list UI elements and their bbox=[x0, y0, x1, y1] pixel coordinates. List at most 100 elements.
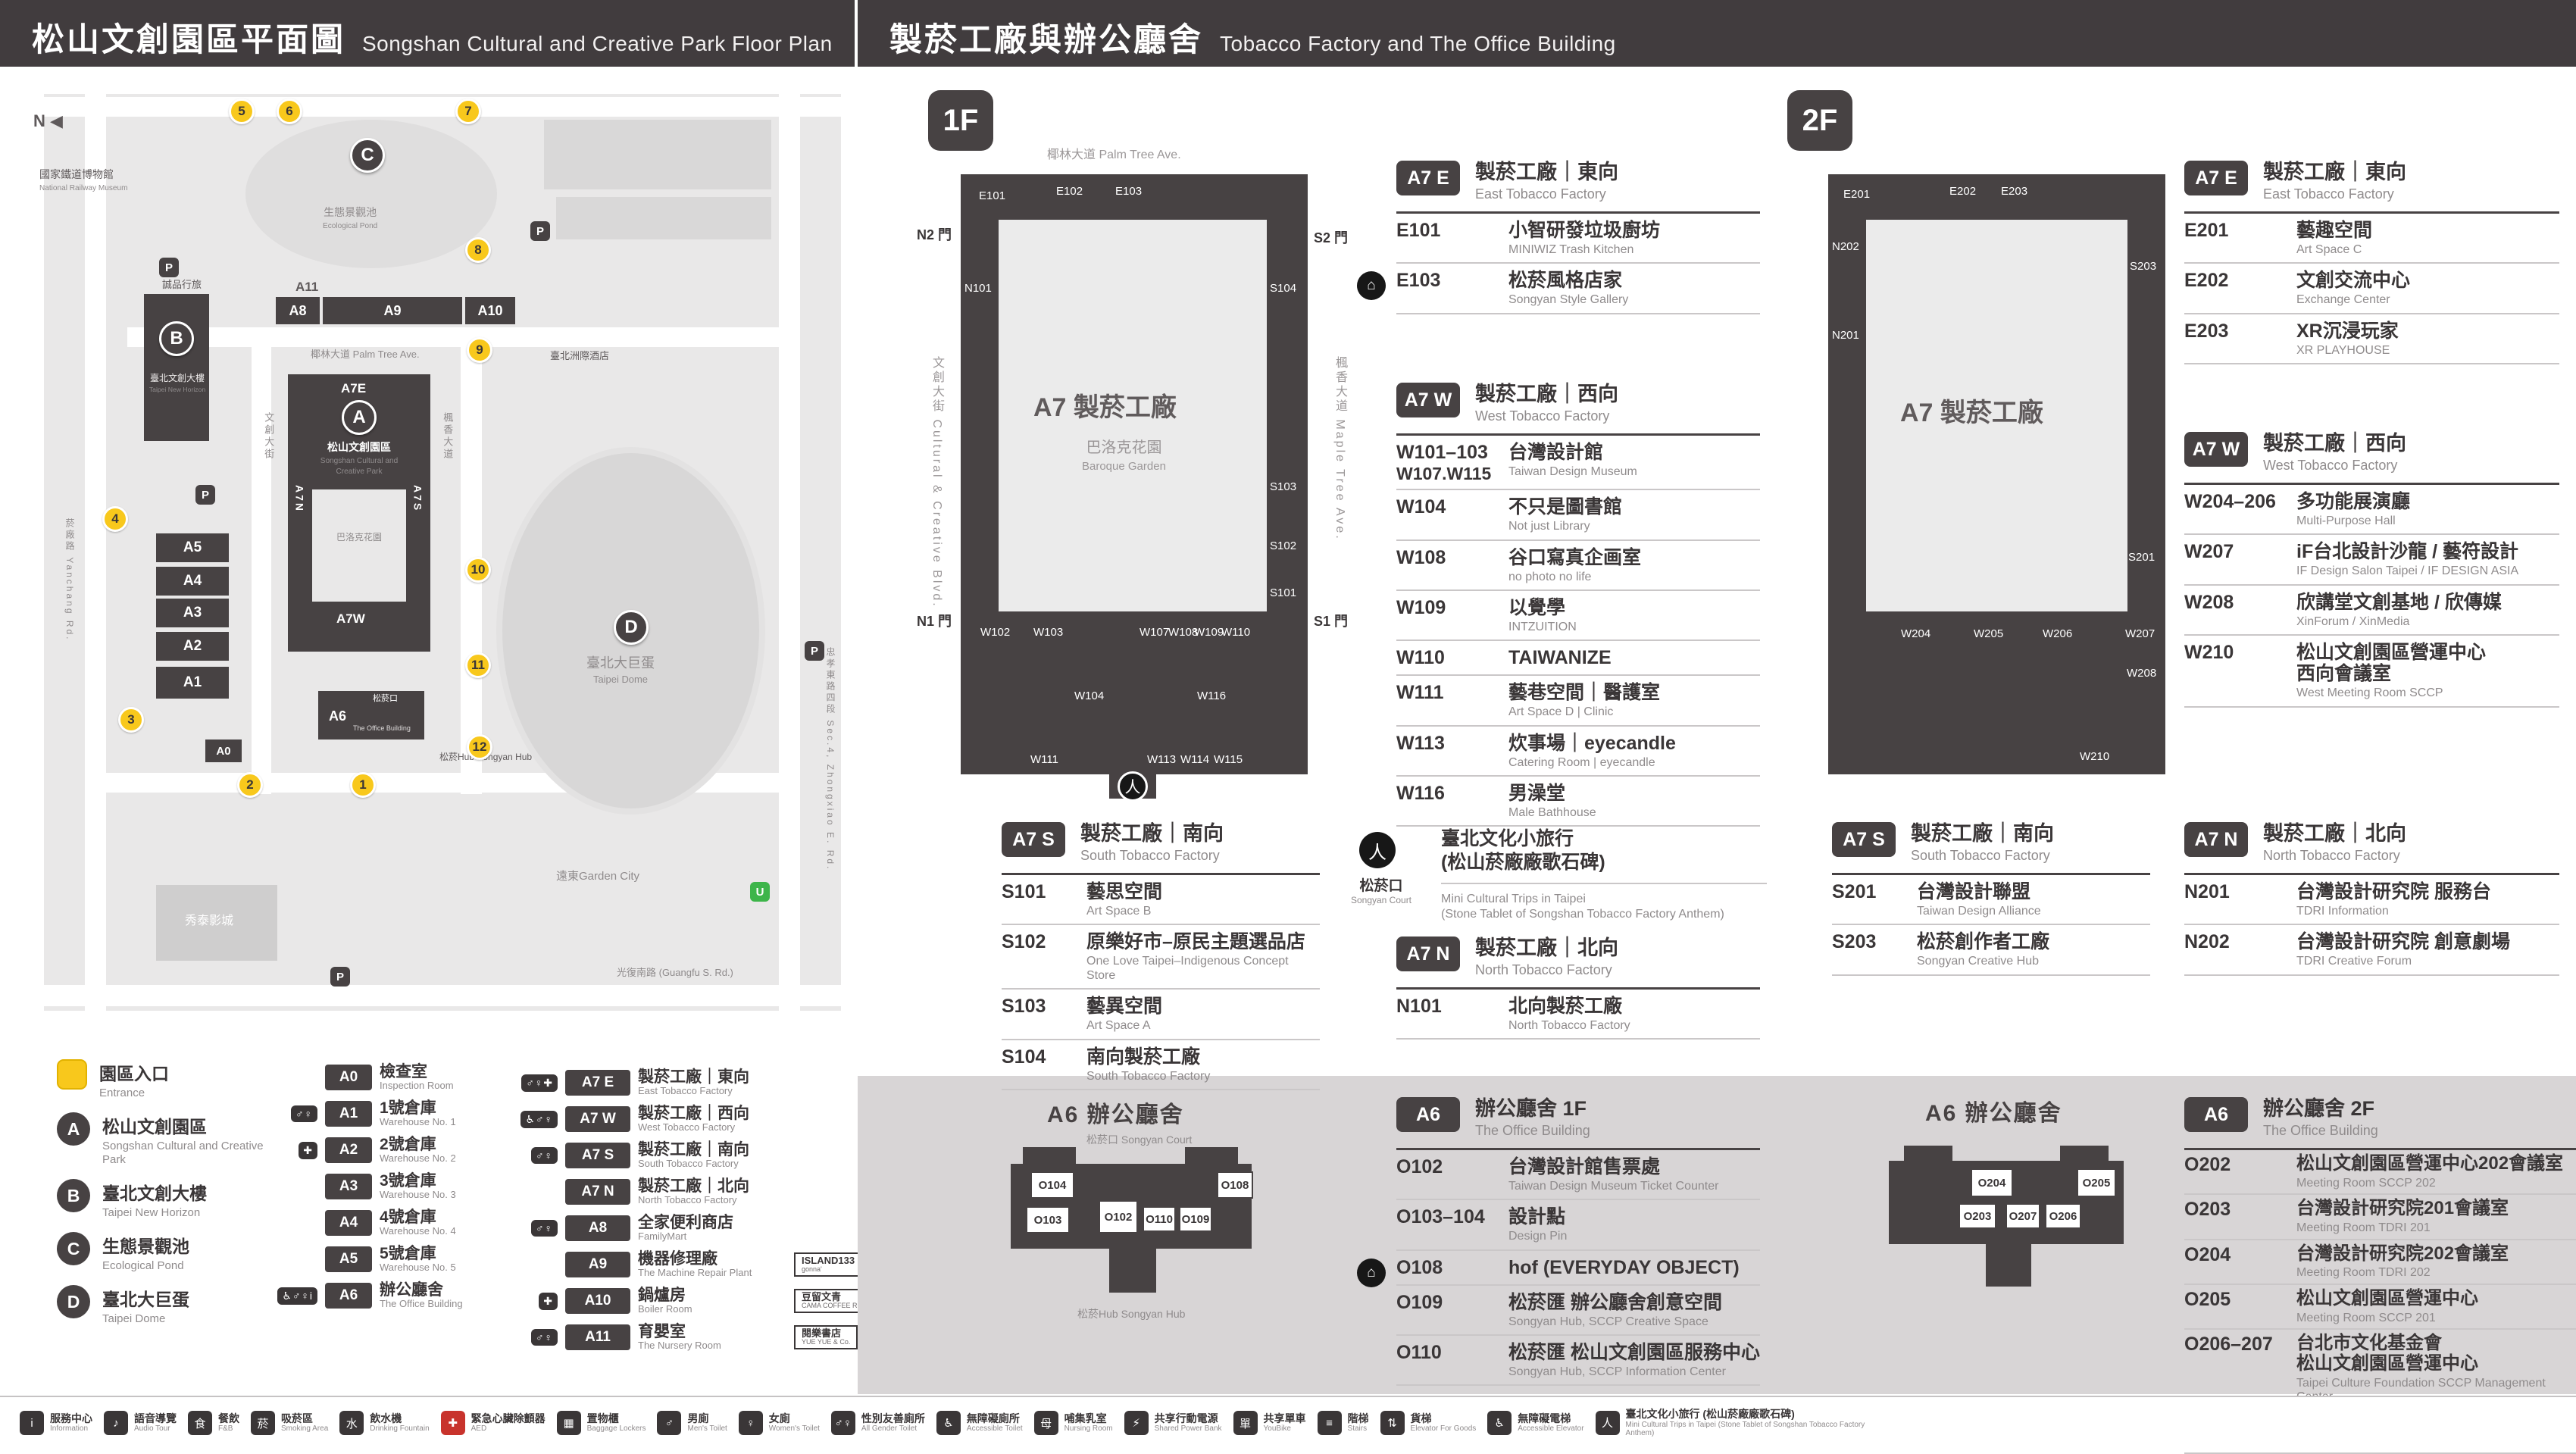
facility-label-en: All Gender Toilet bbox=[861, 1424, 918, 1434]
showtimes-block bbox=[156, 885, 277, 961]
section-a7w-2f: A7 W 製菸工廠｜西向 West Tobacco Factory W204–2… bbox=[2184, 432, 2559, 708]
room-label: W113 bbox=[1147, 753, 1177, 766]
facility-legend-strip: i 服務中心 Information ♪ 語音導覽 Audio Tour 食 餐… bbox=[0, 1396, 2576, 1449]
street-label-palm: 椰林大道 Palm Tree Ave. bbox=[1047, 149, 1181, 161]
footer-legend-item: 食 餐飲 F&B bbox=[188, 1411, 239, 1435]
facility-icon: ✚ bbox=[440, 1411, 465, 1435]
section-title-en: Tobacco Factory and The Office Building bbox=[1220, 32, 1616, 55]
facility-label-zh: 置物櫃 bbox=[586, 1412, 619, 1424]
street-label-ccblvd: 文創大街 Cultural & Creative Blvd. bbox=[930, 356, 943, 608]
a6-wing bbox=[1904, 1146, 1952, 1161]
section-badge: A7 W bbox=[2184, 432, 2248, 467]
tenant-name-zh: ISLAND133 bbox=[802, 1254, 855, 1266]
songyan-court-icon: 人 bbox=[1118, 771, 1148, 802]
facility-icon: ♿ bbox=[1487, 1411, 1512, 1435]
court-line-zh: 臺北文化小旅行 bbox=[1441, 828, 1574, 849]
footer-legend-item: 水 飲水機 Drinking Fountain bbox=[339, 1411, 430, 1435]
footer-legend-item: 人 臺北文化小旅行 (松山菸廠廠歌石碑) Mini Cultural Trips… bbox=[1595, 1408, 1876, 1437]
legend-entrance-zh: 園區入口 bbox=[99, 1064, 169, 1083]
street-label-maple: 楓香大道 Maple Tree Ave. bbox=[1333, 356, 1346, 541]
building-name-en: West Tobacco Factory bbox=[638, 1121, 736, 1133]
footer-legend-item: ▦ 置物櫃 Baggage Lockers bbox=[556, 1411, 646, 1435]
park-floor-plan-panel: 松山文創園區平面圖 Songshan Cultural and Creative… bbox=[0, 0, 898, 1449]
footer-legend-item: ♀ 女廁 Women's Toilet bbox=[738, 1411, 820, 1435]
park-map: N ◀ 國家鐵道博物館 National Railway Museum C 生態… bbox=[33, 94, 841, 1011]
road bbox=[779, 94, 800, 1011]
map-label-guangfu-rd: 光復南路 (Guangfu S. Rd.) bbox=[617, 967, 733, 978]
building-name-zh: 5號倉庫 bbox=[380, 1244, 436, 1262]
facility-label-en: Smoking Area bbox=[281, 1424, 329, 1434]
landmark-marker-b: B bbox=[159, 321, 194, 356]
landmark-marker-a: A bbox=[342, 400, 377, 435]
gate-marker: 7 bbox=[455, 98, 481, 124]
room-label: S103 bbox=[1270, 480, 1297, 493]
gate-marker: 3 bbox=[118, 707, 144, 733]
building-block bbox=[556, 197, 771, 239]
room-label: E102 bbox=[1056, 185, 1083, 198]
map-label-dome: 臺北大巨蛋 Taipei Dome bbox=[586, 655, 655, 685]
facility-icon: 人 bbox=[1595, 1410, 1620, 1435]
facility-label-zh: 吸菸區 bbox=[281, 1412, 313, 1424]
facility-icon: 母 bbox=[1033, 1411, 1058, 1435]
plan-wing-east bbox=[1828, 174, 2165, 220]
legend-building-row: ✚ A2 2號倉庫 Warehouse No. 2 bbox=[254, 1132, 493, 1168]
gate-marker: 6 bbox=[277, 98, 302, 124]
room-list-item: O204 台灣設計研究院202會議室 Meeting Room TDRI 202 bbox=[2184, 1240, 2576, 1285]
building-code-badge: A9 bbox=[565, 1252, 630, 1277]
room-label: W207 bbox=[2125, 627, 2156, 640]
building-name-en: North Tobacco Factory bbox=[638, 1193, 737, 1205]
building-code-badge: A7 W bbox=[565, 1106, 630, 1132]
court-label-en: Songyan Court bbox=[1350, 895, 1412, 905]
facility-label-en: Nursing Room bbox=[1064, 1424, 1113, 1434]
room-list-item: O202 松山文創園區營運中心202會議室 Meeting Room SCCP … bbox=[2184, 1150, 2576, 1196]
facility-label-en: Women's Toilet bbox=[768, 1424, 820, 1434]
room-label: E201 bbox=[1843, 188, 1871, 201]
facility-icon: ♂♀ bbox=[830, 1411, 855, 1435]
facility-icon: i bbox=[20, 1411, 44, 1435]
room-box: O206 bbox=[2045, 1203, 2081, 1229]
building-name-zh: 育嬰室 bbox=[638, 1322, 686, 1340]
room-label: W104 bbox=[1074, 689, 1105, 702]
room-list-item: W109 以覺學 INTZUITION bbox=[1396, 591, 1760, 642]
legend-building-row: A3 3號倉庫 Warehouse No. 3 bbox=[254, 1168, 493, 1205]
landmark-name-en: Taipei Dome bbox=[102, 1312, 166, 1325]
facility-icons: ♿♂♀i bbox=[277, 1287, 317, 1305]
facility-label-zh: 男廁 bbox=[687, 1412, 709, 1424]
legend-landmark-row: D 臺北大巨蛋 Taipei Dome bbox=[57, 1285, 269, 1326]
section-a7s-2f: A7 S 製菸工廠｜南向 South Tobacco Factory S201 … bbox=[1832, 822, 2150, 976]
map-label-songyan-hub: 松菸Hub Songyan Hub bbox=[439, 752, 533, 762]
parking-icon: P bbox=[530, 221, 550, 241]
legend-building-row: A0 檢查室 Inspection Room bbox=[254, 1059, 493, 1096]
facility-label-zh: 飲水機 bbox=[370, 1412, 402, 1424]
facility-icon: 食 bbox=[188, 1411, 212, 1435]
facility-label-en: YouBike bbox=[1263, 1424, 1291, 1434]
landmark-name-zh: 松山文創園區 bbox=[102, 1117, 207, 1137]
building-code-badge: A3 bbox=[325, 1174, 372, 1199]
plan-wing-north bbox=[961, 220, 999, 611]
room-list-item: E101 小智研發垃圾廚坊 MINIWIZ Trash Kitchen bbox=[1396, 214, 1760, 264]
building-code-badge: A11 bbox=[565, 1324, 630, 1350]
legend-landmark-row: C 生態景觀池 Ecological Pond bbox=[57, 1232, 269, 1273]
room-box: O203 bbox=[1959, 1203, 1996, 1229]
gate-label-n2: N2 門 bbox=[917, 227, 952, 242]
map-label-pond: 生態景觀池 Ecological Pond bbox=[323, 206, 378, 230]
facility-label-zh: 貨梯 bbox=[1410, 1412, 1432, 1424]
parking-icon: P bbox=[195, 485, 215, 505]
a6-stub bbox=[1986, 1244, 2031, 1287]
tenant-name-zh: 閱樂書店 bbox=[802, 1327, 842, 1339]
room-label: W206 bbox=[2043, 627, 2073, 640]
section-a7s-1f: A7 S 製菸工廠｜南向 South Tobacco Factory S101 … bbox=[1002, 822, 1320, 1090]
room-label: W204 bbox=[1901, 627, 1931, 640]
gate-marker: 1 bbox=[350, 772, 376, 798]
court-line-zh: (松山菸廠廠歌石碑) bbox=[1441, 851, 1767, 884]
room-label: W110 bbox=[1221, 626, 1251, 639]
room-box: O102 bbox=[1099, 1200, 1138, 1234]
